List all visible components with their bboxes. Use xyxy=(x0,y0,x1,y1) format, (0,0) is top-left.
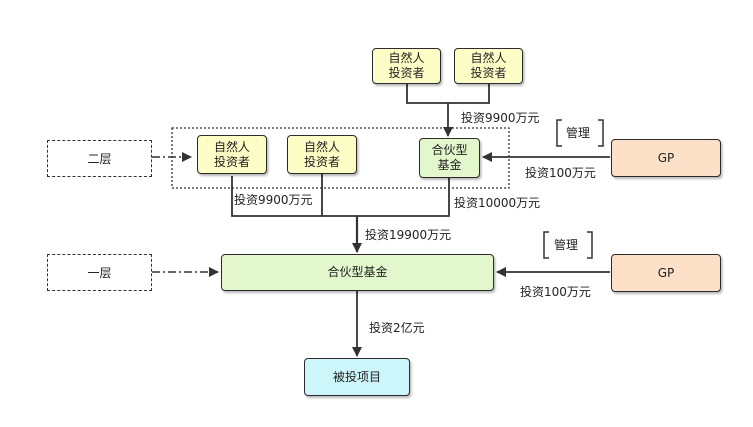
layer1-label: 一层 xyxy=(87,266,112,280)
main-fund-node: 合伙型基金 xyxy=(221,254,494,291)
fund-to-target-label: 投资2亿元 xyxy=(369,321,425,335)
top-investor-a-label: 自然人 投资者 xyxy=(388,51,425,80)
mid-investors-invest-label: 投资9900万元 xyxy=(234,193,313,207)
manage-bottom-label: 管理 xyxy=(554,238,579,252)
mid-fund-invest-label: 投资10000万元 xyxy=(454,196,541,210)
gp-bottom-label: GP xyxy=(657,265,675,280)
gp-bottom-invest-label: 投资100万元 xyxy=(520,285,591,299)
top-investor-a-node: 自然人 投资者 xyxy=(372,48,441,84)
main-fund-label: 合伙型基金 xyxy=(327,265,388,279)
layer2-label: 二层 xyxy=(87,152,112,166)
manage-bottom-bracket-right xyxy=(587,231,593,259)
top-investors-connector xyxy=(406,84,490,104)
top-investor-b-node: 自然人 投资者 xyxy=(454,48,523,84)
top-invest-label: 投资9900万元 xyxy=(461,111,540,125)
manage-bottom-bracket-left xyxy=(543,231,549,259)
manage-top-bracket-right xyxy=(598,119,604,147)
gp-bottom-node: GP xyxy=(611,254,721,292)
gp-top-invest-label: 投资100万元 xyxy=(525,166,596,180)
mid-investor-b-node: 自然人 投资者 xyxy=(287,135,357,174)
layer1-label-box: 一层 xyxy=(47,254,152,291)
gp-top-node: GP xyxy=(611,139,721,177)
mid-fund-label: 合伙型 基金 xyxy=(431,143,468,172)
mid-fund-node: 合伙型 基金 xyxy=(419,138,480,178)
gp-top-label: GP xyxy=(657,150,675,165)
mid-investor-b-label: 自然人 投资者 xyxy=(303,139,340,169)
manage-top-bracket-left xyxy=(556,119,562,147)
layer2-group-outline xyxy=(171,127,510,189)
target-label: 被投项目 xyxy=(332,369,381,384)
manage-top-label: 管理 xyxy=(566,126,591,140)
mid-investor-a-label: 自然人 投资者 xyxy=(213,139,250,169)
layer2-label-box: 二层 xyxy=(47,140,152,177)
top-investor-b-label: 自然人 投资者 xyxy=(470,51,507,80)
mid-investor-a-node: 自然人 投资者 xyxy=(197,135,267,174)
target-node: 被投项目 xyxy=(304,358,410,396)
combined-invest-label: 投资19900万元 xyxy=(365,228,452,242)
mid-investors-connector xyxy=(231,176,450,217)
